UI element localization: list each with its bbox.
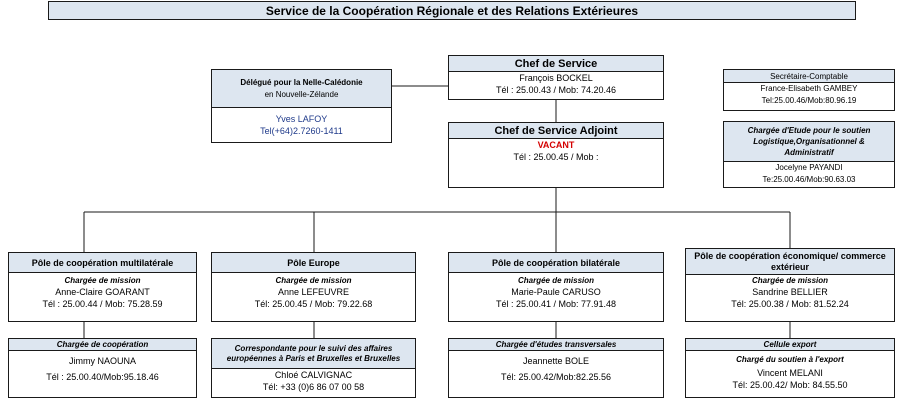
sub-transversales-box: Chargée d'études transversales Jeannette… [448,338,664,398]
pole-title: Pôle de coopération économique/ commerce… [686,249,894,275]
secretaire-box: Secrétaire-Comptable France-Elisabeth GA… [723,69,895,111]
chef-phone: Tél : 25.00.43 / Mob: 74.20.46 [495,85,617,95]
pole-role: Chargée de mission [517,276,595,285]
adjoint-phone: Tél : 25.00.45 / Mob : [513,152,599,162]
delegue-subtitle: en Nouvelle-Zélande [264,89,339,99]
secretaire-title: Secrétaire-Comptable [724,70,894,83]
chef-de-service-box: Chef de Service François BOCKEL Tél : 25… [448,55,664,100]
secretaire-name: France-Elisabeth GAMBEY [760,84,858,93]
page-title-box: Service de la Coopération Régionale et d… [48,1,856,20]
pole-role: Chargée de mission [64,276,141,285]
delegue-title: Délégué pour la Nelle-Calédonie [240,77,363,87]
sub-name: Jimmy NAOUNA [69,356,136,366]
pole-role: Chargée de mission [275,276,352,285]
sub-role: Chargée d'études transversales [495,340,617,349]
pole-title: Pôle Europe [212,253,415,273]
delegue-phone: Tel(+64)2.7260-1411 [260,126,343,136]
pole-title: Pôle de coopération bilatérale [449,253,663,273]
sub-phone: Tél: 25.00.42/ Mob: 84.55.50 [732,380,848,390]
chef-name: François BOCKEL [519,73,593,83]
sub-name: Chloé CALVIGNAC [274,370,353,380]
secretaire-phone: Tel:25.00.46/Mob:80.96.19 [761,96,857,105]
chef-adjoint-box: Chef de Service Adjoint VACANT Tél : 25.… [448,122,664,188]
pole-title: Pôle de coopération multilatérale [9,253,196,273]
etude-phone: Te:25.00.46/Mob:90.63.03 [762,175,856,184]
delegue-box: Délégué pour la Nelle-Calédonie en Nouve… [211,69,392,143]
sub-phone: Tél: 25.00.42/Mob:82.25.56 [500,372,612,382]
sub-role-secondary: Chargé du soutien à l'export [736,355,844,364]
adjoint-title: Chef de Service Adjoint [449,123,663,139]
sub-role: Cellule export [763,340,817,349]
sub-correspondante-box: Correspondante pour le suivi des affaire… [211,338,416,398]
pole-multilaterale-box: Pôle de coopération multilatérale Chargé… [8,252,197,322]
pole-economique-box: Pôle de coopération économique/ commerce… [685,248,895,322]
pole-bilaterale-box: Pôle de coopération bilatérale Chargée d… [448,252,664,322]
sub-export-box: Cellule export Chargé du soutien à l'exp… [685,338,895,398]
sub-phone: Tél : 25.00.40/Mob:95.18.46 [46,372,159,382]
pole-name: Anne-Claire GOARANT [55,287,150,297]
page-title: Service de la Coopération Régionale et d… [265,3,639,18]
pole-name: Marie-Paule CARUSO [511,287,601,297]
pole-phone: Tél : 25.00.44 / Mob: 75.28.59 [42,299,163,309]
chef-title: Chef de Service [449,56,663,72]
sub-phone: Tél: +33 (0)6 86 07 00 58 [262,382,365,392]
sub-name: Vincent MELANI [757,368,823,378]
pole-phone: Tél : 25.00.41 / Mob: 77.91.48 [495,299,617,309]
pole-phone: Tél: 25.00.38 / Mob: 81.52.24 [731,299,849,309]
etude-box: Chargée d'Etude pour le soutien Logistiq… [723,121,895,188]
sub-role: Correspondante pour le suivi des affaire… [226,343,401,363]
delegue-name: Yves LAFOY [275,114,328,124]
pole-role: Chargée de mission [751,276,829,285]
sub-cooperation-box: Chargée de coopération Jimmy NAOUNA Tél … [8,338,197,398]
pole-phone: Tél: 25.00.45 / Mob: 79.22.68 [254,299,373,309]
etude-role: Chargée d'Etude pour le soutien Logistiq… [747,126,871,157]
adjoint-status: VACANT [537,140,575,150]
pole-europe-box: Pôle Europe Chargée de mission Anne LEFE… [211,252,416,322]
etude-name: Jocelyne PAYANDI [775,163,843,172]
sub-role: Chargée de coopération [56,340,149,349]
sub-name: Jeannette BOLE [522,356,590,366]
pole-name: Sandrine BELLIER [752,287,828,297]
pole-name: Anne LEFEUVRE [277,287,350,297]
